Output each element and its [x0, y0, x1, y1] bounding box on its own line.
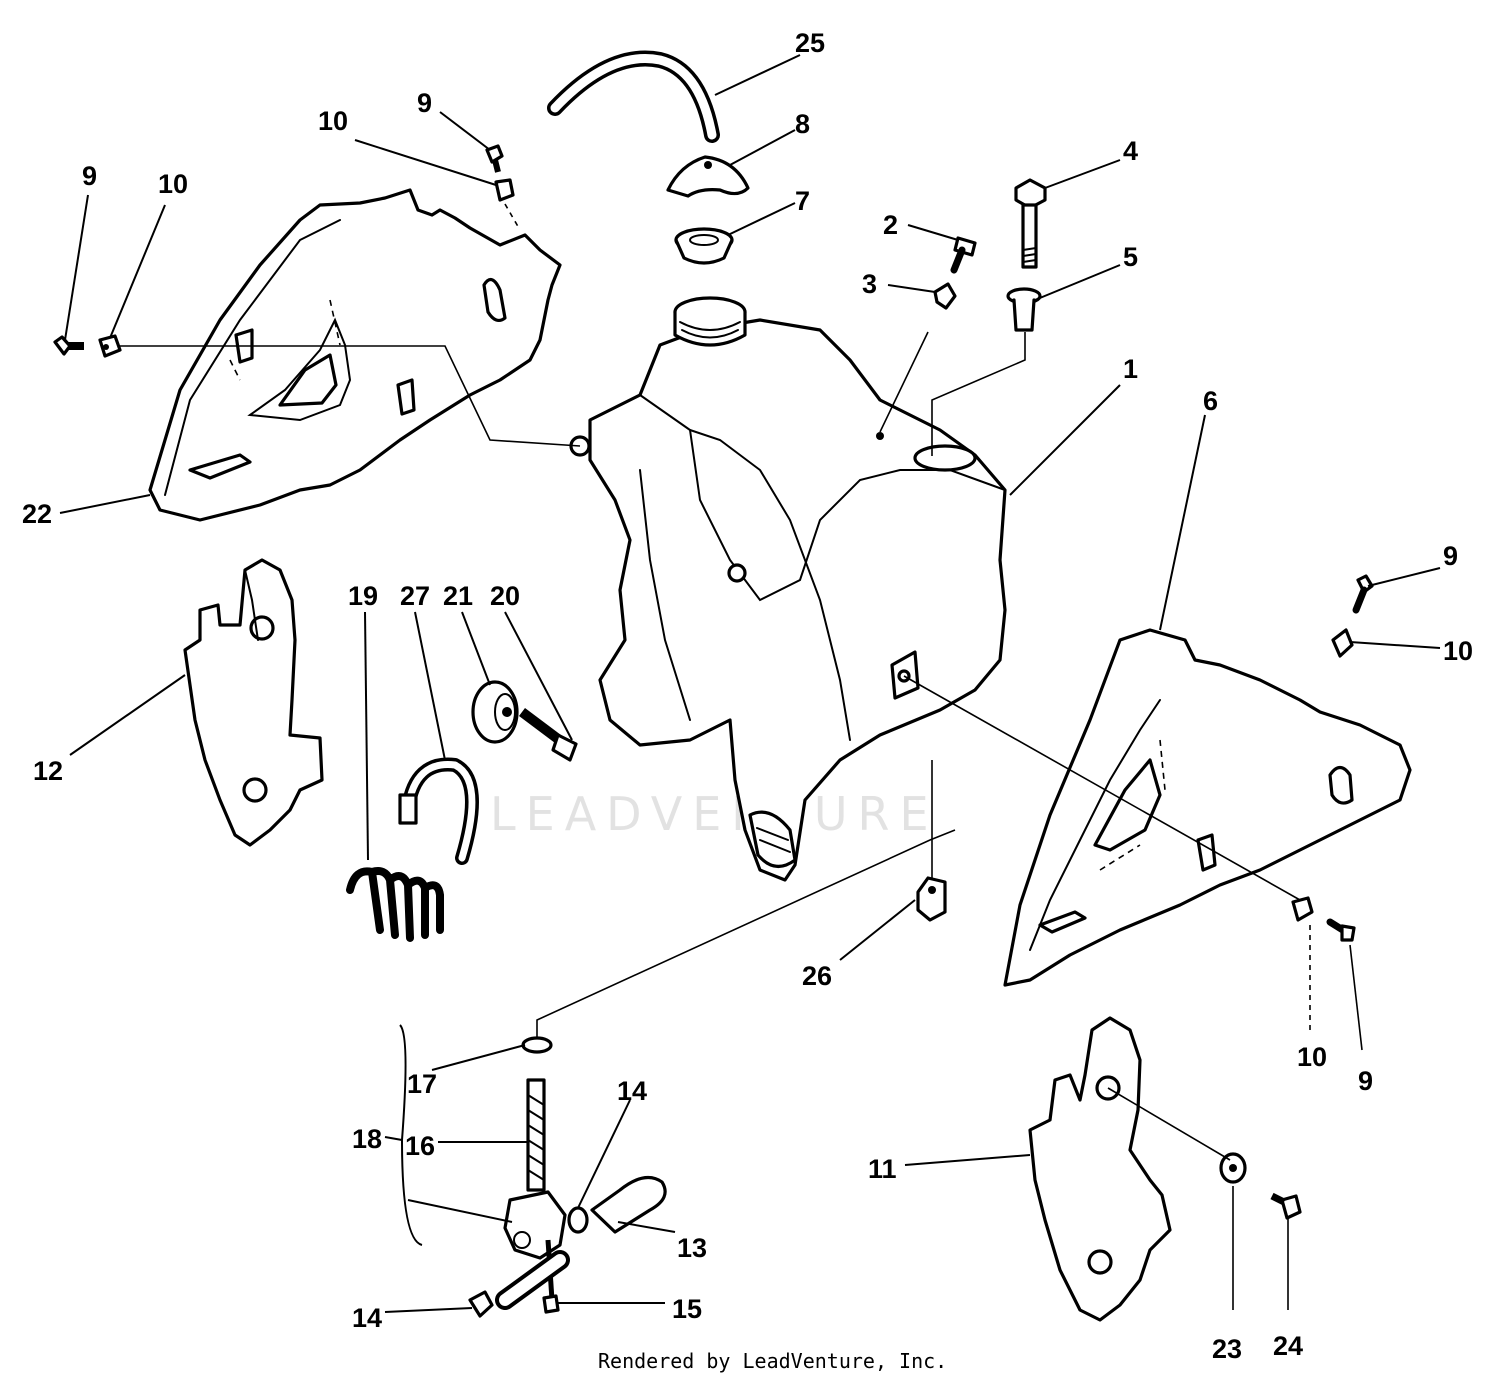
right-bracket-11[interactable] [1028, 1016, 1172, 1322]
callout-6: 6 [1203, 386, 1218, 416]
clip-14-lower[interactable] [468, 1290, 494, 1318]
callout-12: 12 [33, 756, 63, 786]
bolt-20[interactable] [519, 708, 578, 762]
callout-18: 18 [352, 1124, 382, 1154]
vent-hose-25[interactable] [547, 50, 720, 143]
callout-16: 16 [405, 1131, 435, 1161]
bolt-24[interactable] [1270, 1192, 1302, 1220]
callout-9-top: 9 [417, 88, 432, 118]
bolt-9-top[interactable] [485, 144, 504, 173]
assembly-lines [120, 203, 1363, 1310]
grommet-21[interactable] [471, 680, 519, 744]
callout-25: 25 [795, 28, 825, 58]
clip-14-upper[interactable] [567, 1206, 589, 1234]
clip-3[interactable] [933, 282, 957, 310]
callout-labels: 25 8 7 2 3 4 5 1 6 9 10 9 10 9 10 22 12 … [22, 28, 1473, 1364]
washer-10-right-lower[interactable] [1291, 896, 1314, 922]
credit-line: Rendered by LeadVenture, Inc. [598, 1349, 947, 1373]
left-shroud-22[interactable] [148, 188, 562, 522]
callout-19: 19 [348, 581, 378, 611]
right-shroud-6[interactable] [1003, 628, 1412, 987]
callout-4: 4 [1123, 136, 1138, 166]
leader-lines [59, 54, 1441, 1313]
callout-14-upper: 14 [617, 1076, 647, 1106]
callout-5: 5 [1123, 242, 1138, 272]
callout-20: 20 [490, 581, 520, 611]
callout-1: 1 [1123, 354, 1138, 384]
o-ring-17[interactable] [521, 1036, 553, 1054]
callout-24: 24 [1273, 1331, 1303, 1361]
callout-23: 23 [1212, 1334, 1242, 1364]
callout-9-left: 9 [82, 161, 97, 191]
callout-22: 22 [22, 499, 52, 529]
callout-11: 11 [868, 1154, 897, 1184]
bolt-9-right-upper[interactable] [1352, 574, 1374, 614]
callout-27: 27 [400, 581, 430, 611]
spring-19[interactable] [346, 867, 444, 942]
cap-gasket-7[interactable] [674, 227, 734, 265]
retaining-band-27[interactable] [398, 757, 479, 865]
callout-3: 3 [862, 269, 877, 299]
fuel-tank-1[interactable] [569, 296, 1007, 882]
hose-lower[interactable] [495, 1250, 570, 1310]
watermark-text: LEADVENTURE [490, 787, 939, 841]
callout-10-top: 10 [318, 106, 348, 136]
fuel-strainer-16[interactable] [526, 1078, 546, 1192]
washer-10-left[interactable] [98, 334, 122, 358]
washer-10-right-upper[interactable] [1331, 628, 1354, 658]
callout-10-right-upper: 10 [1443, 636, 1473, 666]
bolt-9-right-lower[interactable] [1326, 918, 1356, 942]
callout-10-left: 10 [158, 169, 188, 199]
lever-13[interactable] [590, 1175, 667, 1234]
callout-9-right-upper: 9 [1443, 541, 1458, 571]
callout-2: 2 [883, 210, 898, 240]
washer-10-top[interactable] [494, 178, 515, 202]
callout-14-lower: 14 [352, 1303, 382, 1333]
collar-5[interactable] [1006, 287, 1042, 332]
fuel-cap-8[interactable] [666, 155, 750, 198]
left-bracket-12[interactable] [183, 558, 324, 847]
callout-7: 7 [795, 186, 810, 216]
callout-9-right-lower: 9 [1358, 1066, 1373, 1096]
callout-10-right-lower: 10 [1297, 1042, 1327, 1072]
callout-26: 26 [802, 961, 832, 991]
callout-21: 21 [443, 581, 473, 611]
screw-2[interactable] [950, 236, 977, 274]
callout-15: 15 [672, 1294, 702, 1324]
washer-23[interactable] [1219, 1152, 1247, 1184]
callout-8: 8 [795, 109, 810, 139]
drain-plug-26[interactable] [916, 876, 947, 922]
bolt-9-left[interactable] [53, 335, 84, 356]
callout-13: 13 [677, 1233, 707, 1263]
callout-17: 17 [407, 1069, 437, 1099]
screw-15[interactable] [542, 1294, 560, 1314]
bolt-4[interactable] [1014, 178, 1047, 269]
